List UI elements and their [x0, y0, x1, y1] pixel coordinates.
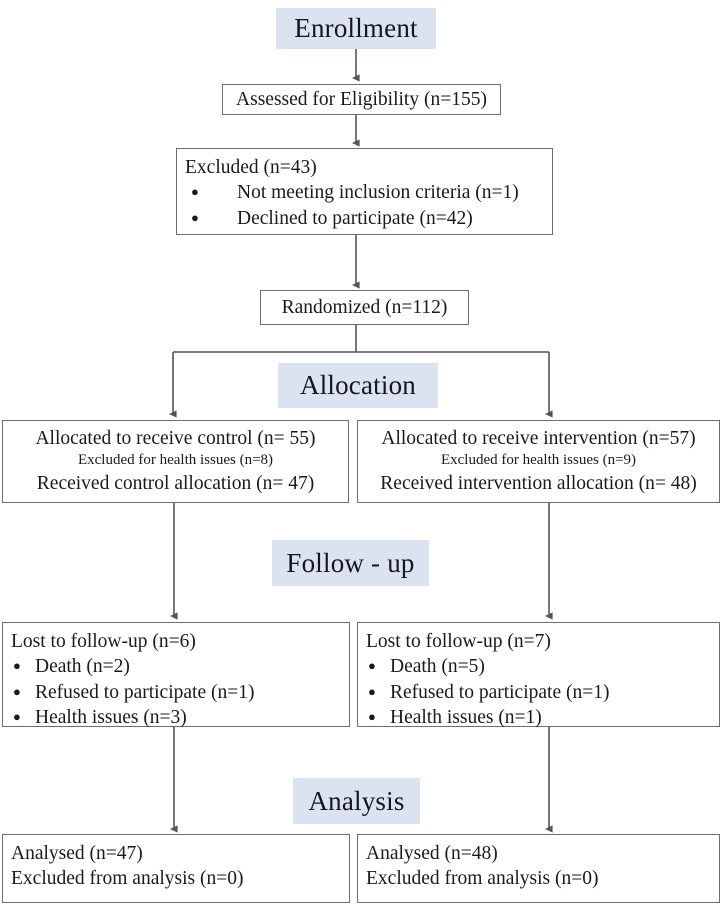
node-excluded-title: Excluded (n=43): [185, 157, 317, 178]
bullet-icon: ●: [13, 658, 21, 674]
stage-header-followup-label: Follow - up: [286, 547, 415, 578]
stage-header-allocation: Allocation: [278, 363, 438, 408]
node-excluded-reason-1-label: Declined to participate (n=42): [237, 207, 473, 229]
node-assessed-label: Assessed for Eligibility (n=155): [236, 88, 487, 110]
bullet-icon: ●: [191, 209, 199, 225]
node-followup-control-reason-1-label: Refused to participate (n=1): [35, 681, 255, 703]
node-followup-intervention-title: Lost to follow-up (n=7): [366, 631, 551, 652]
stage-header-allocation-label: Allocation: [300, 370, 416, 400]
node-allocation-control-received: Received control allocation (n= 47): [36, 472, 315, 494]
bullet-icon: ●: [191, 184, 199, 200]
node-followup-control-reason-0-label: Death (n=2): [35, 656, 130, 678]
bullet-icon: ●: [368, 709, 376, 725]
node-allocation-control-allocated: Allocated to receive control (n= 55): [35, 428, 316, 449]
node-allocation-intervention-received: Received intervention allocation (n= 48): [380, 472, 697, 494]
node-followup-control-reason-0: ● Death (n=2): [11, 654, 341, 679]
node-followup-intervention: Lost to follow-up (n=7) ● Death (n=5) ● …: [357, 622, 720, 730]
stage-header-followup: Follow - up: [272, 540, 429, 586]
node-analysis-intervention-excluded: Excluded from analysis (n=0): [366, 868, 599, 890]
node-analysis-intervention: Analysed (n=48) Excluded from analysis (…: [357, 834, 720, 903]
bullet-icon: ●: [13, 683, 21, 699]
node-followup-intervention-reason-1-label: Refused to participate (n=1): [390, 681, 610, 703]
node-allocation-control-excluded: Excluded for health issues (n=8): [77, 452, 274, 469]
stage-header-enrollment: Enrollment: [276, 8, 436, 49]
stage-header-enrollment-label: Enrollment: [294, 13, 418, 43]
node-followup-intervention-reason-2: ● Health issues (n=1): [366, 705, 711, 730]
stage-header-analysis-label: Analysis: [308, 785, 405, 816]
node-analysis-control: Analysed (n=47) Excluded from analysis (…: [2, 834, 350, 903]
node-randomized-label: Randomized (n=112): [281, 296, 448, 318]
node-followup-control-reason-2-label: Health issues (n=3): [35, 707, 187, 729]
node-excluded-reason-0-label: Not meeting inclusion criteria (n=1): [237, 182, 519, 204]
node-allocation-intervention: Allocated to receive intervention (n=57)…: [357, 420, 720, 503]
node-followup-control: Lost to follow-up (n=6) ● Death (n=2) ● …: [2, 622, 350, 730]
stage-header-analysis: Analysis: [293, 778, 420, 824]
node-followup-intervention-reason-0: ● Death (n=5): [366, 654, 711, 679]
node-excluded: Excluded (n=43) ● Not meeting inclusion …: [176, 148, 553, 235]
node-followup-intervention-reason-2-label: Health issues (n=1): [390, 707, 542, 729]
node-excluded-reason-1: ● Declined to participate (n=42): [185, 206, 544, 231]
node-allocation-intervention-excluded: Excluded for health issues (n=9): [440, 452, 637, 469]
node-analysis-intervention-analysed: Analysed (n=48): [366, 843, 498, 864]
node-followup-intervention-reason-0-label: Death (n=5): [390, 656, 485, 678]
node-analysis-control-excluded: Excluded from analysis (n=0): [11, 868, 244, 890]
node-allocation-intervention-allocated: Allocated to receive intervention (n=57): [381, 428, 696, 449]
bullet-icon: ●: [368, 658, 376, 674]
node-assessed-for-eligibility: Assessed for Eligibility (n=155): [222, 84, 501, 115]
node-allocation-control: Allocated to receive control (n= 55) Exc…: [2, 420, 349, 503]
node-randomized: Randomized (n=112): [260, 290, 469, 325]
node-followup-intervention-reason-1: ● Refused to participate (n=1): [366, 680, 711, 705]
node-analysis-control-analysed: Analysed (n=47): [11, 843, 143, 864]
bullet-icon: ●: [368, 683, 376, 699]
bullet-icon: ●: [13, 709, 21, 725]
node-followup-control-title: Lost to follow-up (n=6): [11, 631, 196, 652]
node-followup-control-reason-1: ● Refused to participate (n=1): [11, 680, 341, 705]
node-excluded-reason-0: ● Not meeting inclusion criteria (n=1): [185, 180, 544, 205]
node-followup-control-reason-2: ● Health issues (n=3): [11, 705, 341, 730]
